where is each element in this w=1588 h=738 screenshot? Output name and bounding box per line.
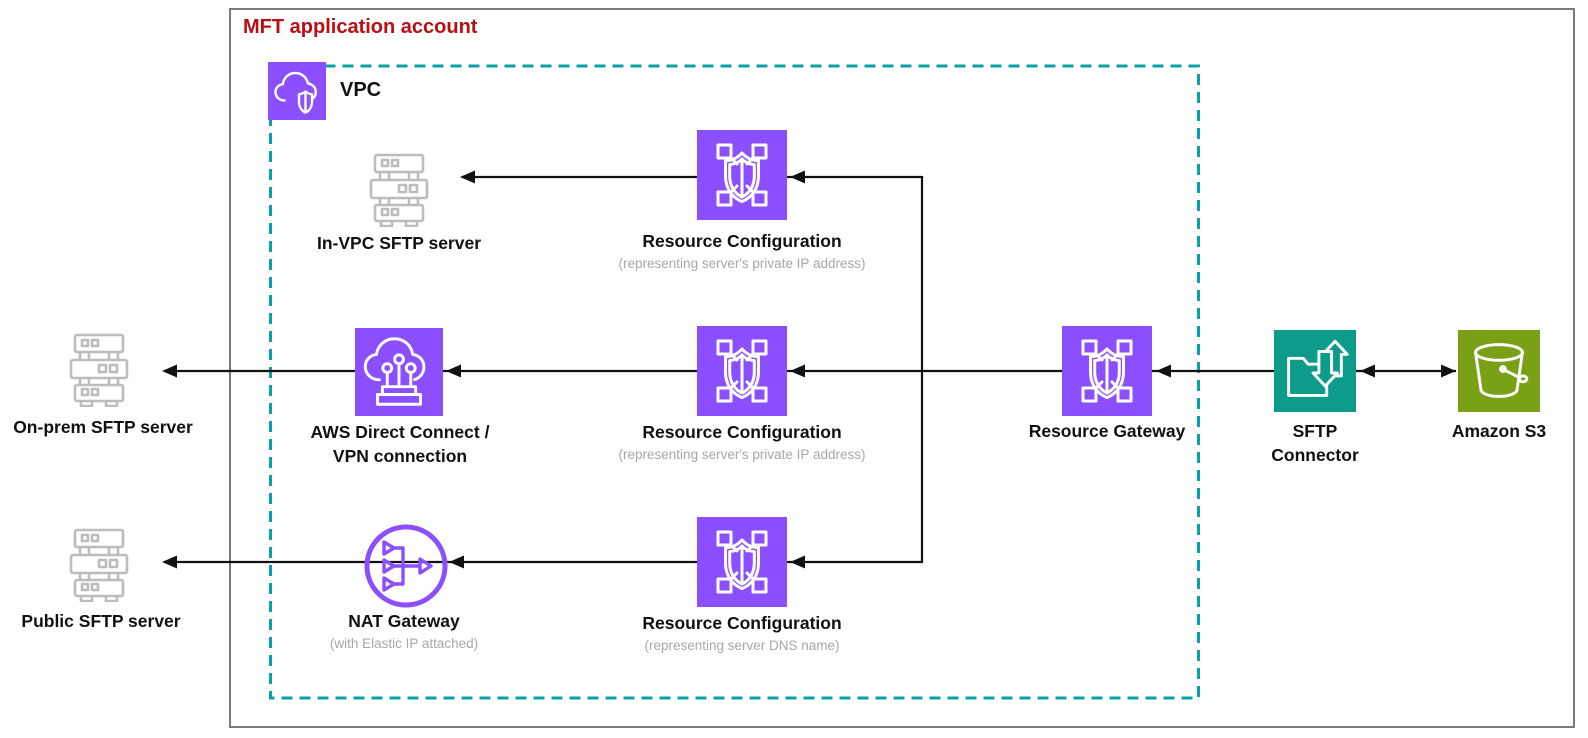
sftp-connector-label-line2: Connector <box>1271 445 1359 465</box>
on-prem-sftp-server-icon <box>61 331 137 407</box>
arrowheads <box>162 170 1456 569</box>
direct-connect-label-line1: AWS Direct Connect / <box>310 422 490 442</box>
amazon-s3-label: Amazon S3 <box>1451 421 1547 441</box>
vpc-label: VPC <box>340 79 382 101</box>
resource-configuration-1-label: Resource Configuration <box>642 231 842 251</box>
resource-configuration-icon <box>697 326 787 416</box>
on-prem-sftp-server-label: On-prem SFTP server <box>13 417 193 437</box>
resource-configuration-2-label: Resource Configuration <box>642 422 842 442</box>
nat-gateway-sublabel: (with Elastic IP attached) <box>329 636 479 651</box>
account-title: MFT application account <box>243 16 478 38</box>
resource-configuration-icon <box>697 517 787 607</box>
nat-gateway-icon <box>363 523 449 609</box>
nat-gateway-label: NAT Gateway <box>348 611 460 631</box>
resource-configuration-3-label: Resource Configuration <box>642 613 842 633</box>
resource-configuration-icon <box>697 130 787 220</box>
resource-configuration-2-sublabel: (representing server's private IP addres… <box>618 447 866 462</box>
resource-gateway-icon <box>1062 326 1152 416</box>
amazon-s3-icon <box>1458 330 1540 412</box>
sftp-connector-label-line1: SFTP <box>1292 421 1338 441</box>
in-vpc-sftp-server-label: In-VPC SFTP server <box>316 233 482 253</box>
sftp-connector-icon <box>1274 330 1356 412</box>
resource-gateway-label: Resource Gateway <box>1028 421 1186 441</box>
direct-connect-vpn-icon <box>355 328 443 416</box>
public-sftp-server-icon <box>61 526 137 602</box>
public-sftp-server-label: Public SFTP server <box>21 611 181 631</box>
resource-configuration-3-sublabel: (representing server DNS name) <box>644 638 840 653</box>
in-vpc-sftp-server-icon <box>361 151 437 227</box>
resource-configuration-1-sublabel: (representing server's private IP addres… <box>618 256 866 271</box>
account-boundary-box: MFT application account <box>229 8 1575 728</box>
vpc-boundary-box <box>269 64 1200 700</box>
direct-connect-label-line2: VPN connection <box>332 446 468 466</box>
vpc-icon <box>268 62 326 120</box>
